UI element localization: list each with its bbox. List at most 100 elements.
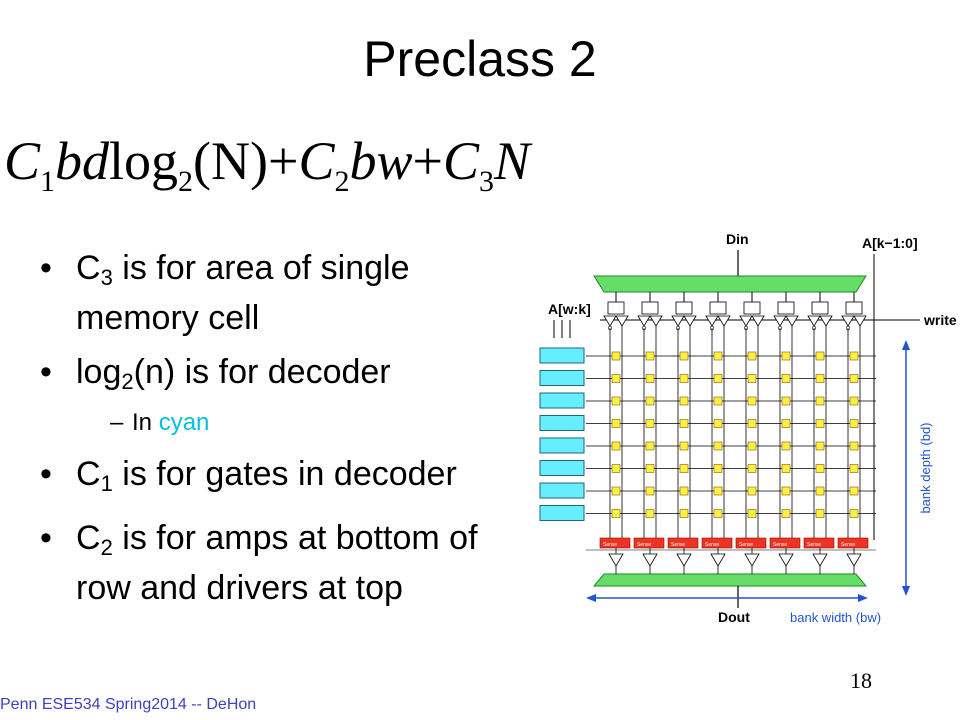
memory-cell <box>679 486 689 496</box>
sense-label: Sense <box>603 542 617 548</box>
addr-hi-label: A[k−1:0] <box>862 235 918 251</box>
memory-cell <box>645 464 655 473</box>
sense-label: Sense <box>671 542 685 548</box>
memory-cell <box>747 486 757 496</box>
write-driver <box>785 315 799 327</box>
memory-cell <box>849 441 859 451</box>
sense-amp <box>667 537 699 549</box>
bullet-c1: C1 is for gates in decoder <box>40 454 540 504</box>
sense-label: Sense <box>637 542 651 548</box>
output-driver <box>676 553 692 567</box>
memory-cell <box>747 464 757 473</box>
memory-cell <box>815 486 825 496</box>
decoder-block <box>539 437 585 454</box>
memory-cell <box>611 486 621 496</box>
bottom-bus <box>592 573 868 587</box>
input-register <box>743 301 761 315</box>
memory-cell <box>713 486 723 496</box>
input-register <box>777 301 795 315</box>
memory-cell <box>645 419 655 428</box>
sense-label: Sense <box>773 542 787 548</box>
memory-cell <box>713 396 723 406</box>
input-register <box>811 301 829 315</box>
memory-cell <box>849 464 859 473</box>
memory-cell <box>645 486 655 496</box>
memory-cell <box>713 419 723 428</box>
memory-cell <box>747 509 757 518</box>
slide-title: Preclass 2 <box>363 31 597 87</box>
decoder-block <box>539 370 585 386</box>
memory-cell <box>679 374 689 383</box>
memory-cell <box>849 486 859 496</box>
write-driver <box>705 315 719 327</box>
decoder-block <box>539 482 585 499</box>
memory-cell <box>645 374 655 383</box>
memory-cell <box>611 351 621 361</box>
memory-cell <box>781 374 791 383</box>
memory-cell <box>645 509 655 518</box>
output-driver <box>744 553 760 567</box>
sense-amp <box>837 537 869 549</box>
sense-label: Sense <box>841 542 855 548</box>
write-driver <box>637 315 651 327</box>
memory-cell <box>611 464 621 473</box>
memory-cell <box>747 441 757 451</box>
memory-cell <box>849 509 859 518</box>
footer: Penn ESE534 Spring2014 -- DeHon <box>0 696 257 713</box>
sense-label: Sense <box>705 542 719 548</box>
write-driver <box>773 315 787 327</box>
sense-amp <box>701 537 733 549</box>
write-driver <box>683 315 697 327</box>
memory-cell <box>815 441 825 451</box>
memory-cell <box>781 464 791 473</box>
write-driver <box>717 315 731 327</box>
memory-cell <box>679 509 689 518</box>
write-driver <box>671 315 685 327</box>
top-bus <box>593 275 867 293</box>
write-driver <box>649 315 663 327</box>
memory-cell <box>611 441 621 451</box>
memory-cell <box>815 351 825 361</box>
bullet-c2: C2 is for amps at bottom of row and driv… <box>40 518 540 608</box>
subbullet-in-cyan: In cyan <box>40 408 540 438</box>
write-driver <box>853 315 867 327</box>
din-label: Din <box>726 231 749 247</box>
memory-cell <box>747 374 757 383</box>
memory-cell <box>781 509 791 518</box>
memory-cell <box>849 419 859 428</box>
sense-amp <box>735 537 767 549</box>
memory-cell <box>645 441 655 451</box>
sense-amp <box>633 537 665 549</box>
memory-cell <box>747 419 757 428</box>
memory-cell <box>815 509 825 518</box>
output-driver <box>778 553 794 567</box>
memory-cell <box>713 374 723 383</box>
write-driver <box>751 315 765 327</box>
bullet-list: C3 is for area of single memory cell log… <box>40 248 540 622</box>
memory-cell <box>679 396 689 406</box>
decoder-block <box>539 460 585 476</box>
memory-cell <box>815 374 825 383</box>
addr-lo-label: A[w:k] <box>548 301 591 317</box>
output-driver <box>846 553 862 567</box>
bank-depth-label: bank depth (bd) <box>918 422 933 513</box>
memory-cell <box>645 396 655 406</box>
output-driver <box>710 553 726 567</box>
write-driver <box>841 315 855 327</box>
memory-cell <box>611 419 621 428</box>
output-driver <box>642 553 658 567</box>
decoder-block <box>539 415 585 431</box>
memory-cell <box>781 441 791 451</box>
write-label: write <box>923 312 957 328</box>
memory-cell <box>747 351 757 361</box>
write-driver <box>807 315 821 327</box>
memory-cell <box>713 509 723 518</box>
write-driver <box>819 315 833 327</box>
memory-cell <box>781 486 791 496</box>
page-number: 18 <box>850 668 872 693</box>
decoder-block <box>539 347 585 364</box>
memory-cell <box>815 396 825 406</box>
memory-cell <box>713 464 723 473</box>
memory-cell <box>781 419 791 428</box>
